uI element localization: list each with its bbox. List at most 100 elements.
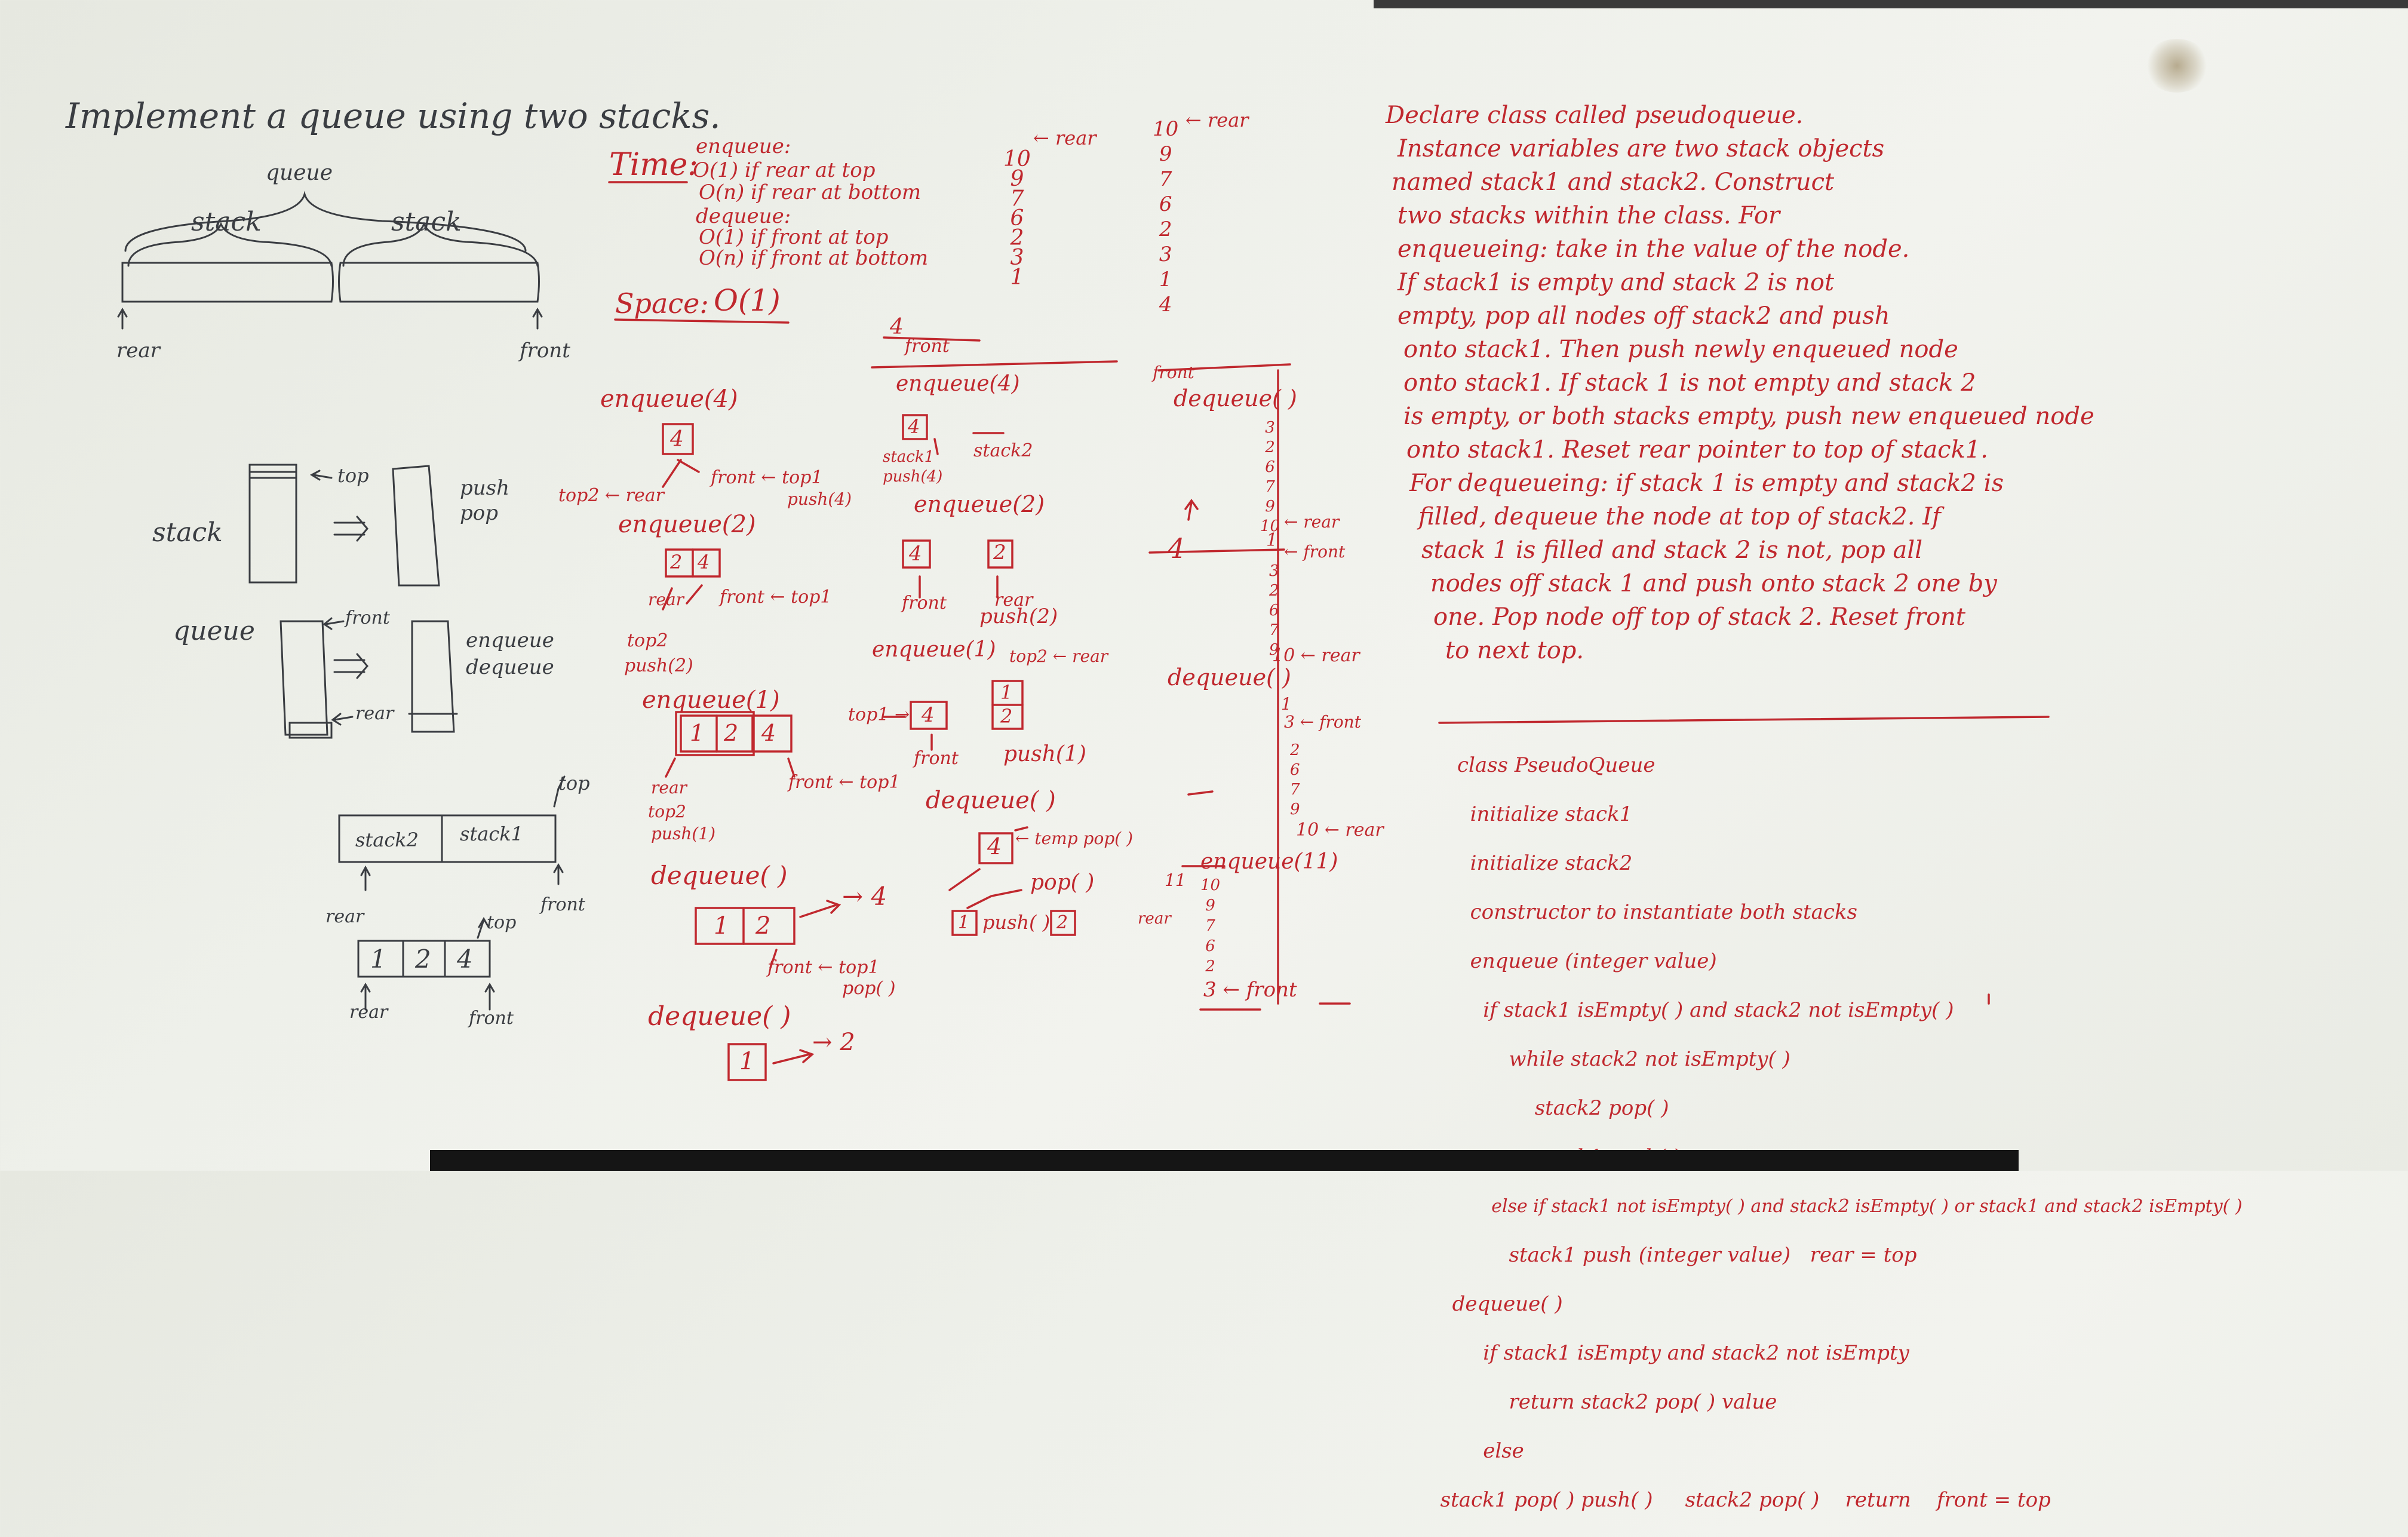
c4-s1: 9 (1159, 142, 1172, 166)
c4-a1: 2 (1265, 438, 1275, 456)
c3-box2b: 2 (993, 541, 1006, 565)
c3-box4: 4 (908, 415, 920, 438)
enqueue-o1: O(1) if rear at top (693, 158, 876, 182)
box-4-temp (978, 832, 1013, 864)
c3-box4d: 4 (987, 833, 1002, 860)
c2-push1: push(1) (651, 824, 716, 843)
dequeue-on: O(n) if front at bottom (699, 246, 929, 270)
explanation-paragraph: Declare class called pseudoqueue. Instan… (1386, 99, 2094, 667)
c3-stack-list: 10 9 7 6 2 3 1 (1003, 149, 1031, 290)
queue-rear-label: rear (355, 703, 394, 724)
c4-b0: 3 (1269, 562, 1279, 580)
rear-label: rear (116, 339, 160, 363)
para-line: enqueueing: take in the value of the nod… (1398, 235, 1910, 263)
c4-s0: 10 (1153, 117, 1179, 141)
push-label: push (460, 476, 510, 500)
dequeue-head: dequeue: (696, 204, 791, 228)
code-line: stack1 push (integer value) rear = top (1457, 1243, 1917, 1267)
rear-label-2: rear (325, 906, 364, 927)
c4-c1: 6 (1290, 761, 1300, 779)
front-label-2: front (540, 894, 585, 915)
c4-rear-c: rear (1138, 910, 1171, 928)
c3-box4c: 4 (922, 703, 935, 727)
c3-push-d: push( ) (982, 911, 1051, 934)
c4-dequeue-b: dequeue( ) (1168, 664, 1291, 691)
para-line: named stack1 and stack2. Construct (1392, 168, 1835, 196)
c3-enqueue1: enqueue(1) (872, 637, 996, 662)
para-line: onto stack1. Reset rear pointer to top o… (1406, 436, 1988, 464)
c3-front: front (905, 336, 950, 357)
c2-rear-a: rear (648, 590, 684, 609)
c3-box2d: 2 (1056, 912, 1068, 933)
c4-d4: 2 (1205, 958, 1215, 975)
c2-box4b: 4 (698, 551, 710, 573)
c4-d3: 6 (1205, 937, 1215, 955)
c2-box2: 2 (670, 551, 683, 573)
top-label-2: top (558, 772, 590, 794)
board-stain (2144, 39, 2210, 93)
whiteboard (117, 181, 2050, 1081)
c3-box2: 2 (1000, 705, 1013, 728)
c3-rear: ← rear (1033, 127, 1096, 149)
c4-list-b: 3 2 6 7 9 (1269, 562, 1279, 660)
c4-front-mid: ← front (1284, 542, 1346, 562)
c4-list-c: 2 6 7 9 (1290, 741, 1300, 820)
c4-a3: 7 (1265, 478, 1275, 496)
stack-word: stack (152, 517, 223, 548)
para-line: For dequeueing: if stack 1 is empty and … (1409, 470, 2004, 497)
enqueue-label: enqueue (466, 628, 554, 652)
c4-c0: 2 (1290, 741, 1300, 759)
time-label: Time: (609, 147, 698, 183)
board-top-frame (1374, 0, 2408, 8)
c4-list-a: 3 2 6 7 9 10 (1260, 418, 1280, 536)
c2-box2b: 2 (724, 720, 739, 746)
para-line: Declare class called pseudoqueue. (1386, 102, 1804, 129)
c3-v2: 7 (1010, 186, 1024, 211)
c4-dequeue-a: dequeue( ) (1174, 385, 1297, 412)
c4-three-front-b: 3 ← front (1203, 978, 1297, 1002)
dequeue-o1: O(1) if front at top (699, 225, 889, 249)
c4-s5: 3 (1159, 243, 1172, 266)
c4-one-b: 1 (1281, 694, 1292, 714)
c2-box1: 1 (690, 720, 705, 746)
c2-out4: → 4 (842, 882, 887, 911)
c4-four-mid: 4 (1168, 532, 1185, 565)
c3-stack1: stack1 (883, 448, 935, 466)
c2-rear-b: rear (651, 778, 687, 797)
c3-v6: 1 (1010, 265, 1024, 290)
c3-v1: 9 (1010, 167, 1024, 191)
space-label: Space: (615, 287, 709, 320)
dequeue-label: dequeue (466, 655, 554, 679)
stack-label-b: stack (391, 207, 462, 237)
c4-c3: 9 (1290, 800, 1300, 818)
c3-front-c: front (914, 748, 959, 769)
code-line: dequeue( ) (1439, 1292, 1563, 1316)
code-line: stack1 pop( ) push( ) stack2 pop( ) retu… (1427, 1488, 2051, 1512)
c4-d0: 10 (1200, 876, 1221, 894)
c4-s3: 6 (1159, 192, 1172, 216)
c4-b2: 6 (1269, 602, 1279, 619)
para-line: filled, dequeue the node at top of stack… (1418, 503, 1941, 530)
para-line: onto stack1. Then push newly enqueued no… (1403, 336, 1958, 363)
para-line: Instance variables are two stack objects (1398, 135, 1885, 162)
c3-top1: top1 → (848, 704, 910, 725)
c2-box4: 4 (670, 427, 684, 452)
code-line: while stack2 not isEmpty( ) (1457, 1047, 1790, 1071)
top-label: top (337, 464, 369, 487)
code-line: stack2 pop( ) (1457, 1096, 1669, 1120)
c4-c2: 7 (1290, 781, 1300, 799)
c4-a4: 9 (1265, 498, 1275, 516)
c3-enqueue4: enqueue(4) (896, 372, 1020, 396)
box-12 (695, 907, 796, 945)
stack-rect-a (248, 471, 297, 584)
stack2-cell: stack2 (355, 829, 419, 851)
board-title: Implement a queue using two stacks. (66, 96, 721, 136)
c2-dequeue-b: dequeue( ) (648, 1001, 791, 1032)
c4-rear-mid: ← rear (1284, 512, 1340, 532)
c2-dequeue-a: dequeue( ) (651, 861, 788, 890)
c4-b3: 7 (1269, 621, 1279, 639)
para-line: empty, pop all nodes off stack2 and push (1398, 302, 1890, 330)
para-line: two stacks within the class. For (1398, 202, 1780, 229)
para-line: onto stack1. If stack 1 is not empty and… (1403, 369, 1976, 397)
c3-v3: 6 (1010, 206, 1024, 231)
